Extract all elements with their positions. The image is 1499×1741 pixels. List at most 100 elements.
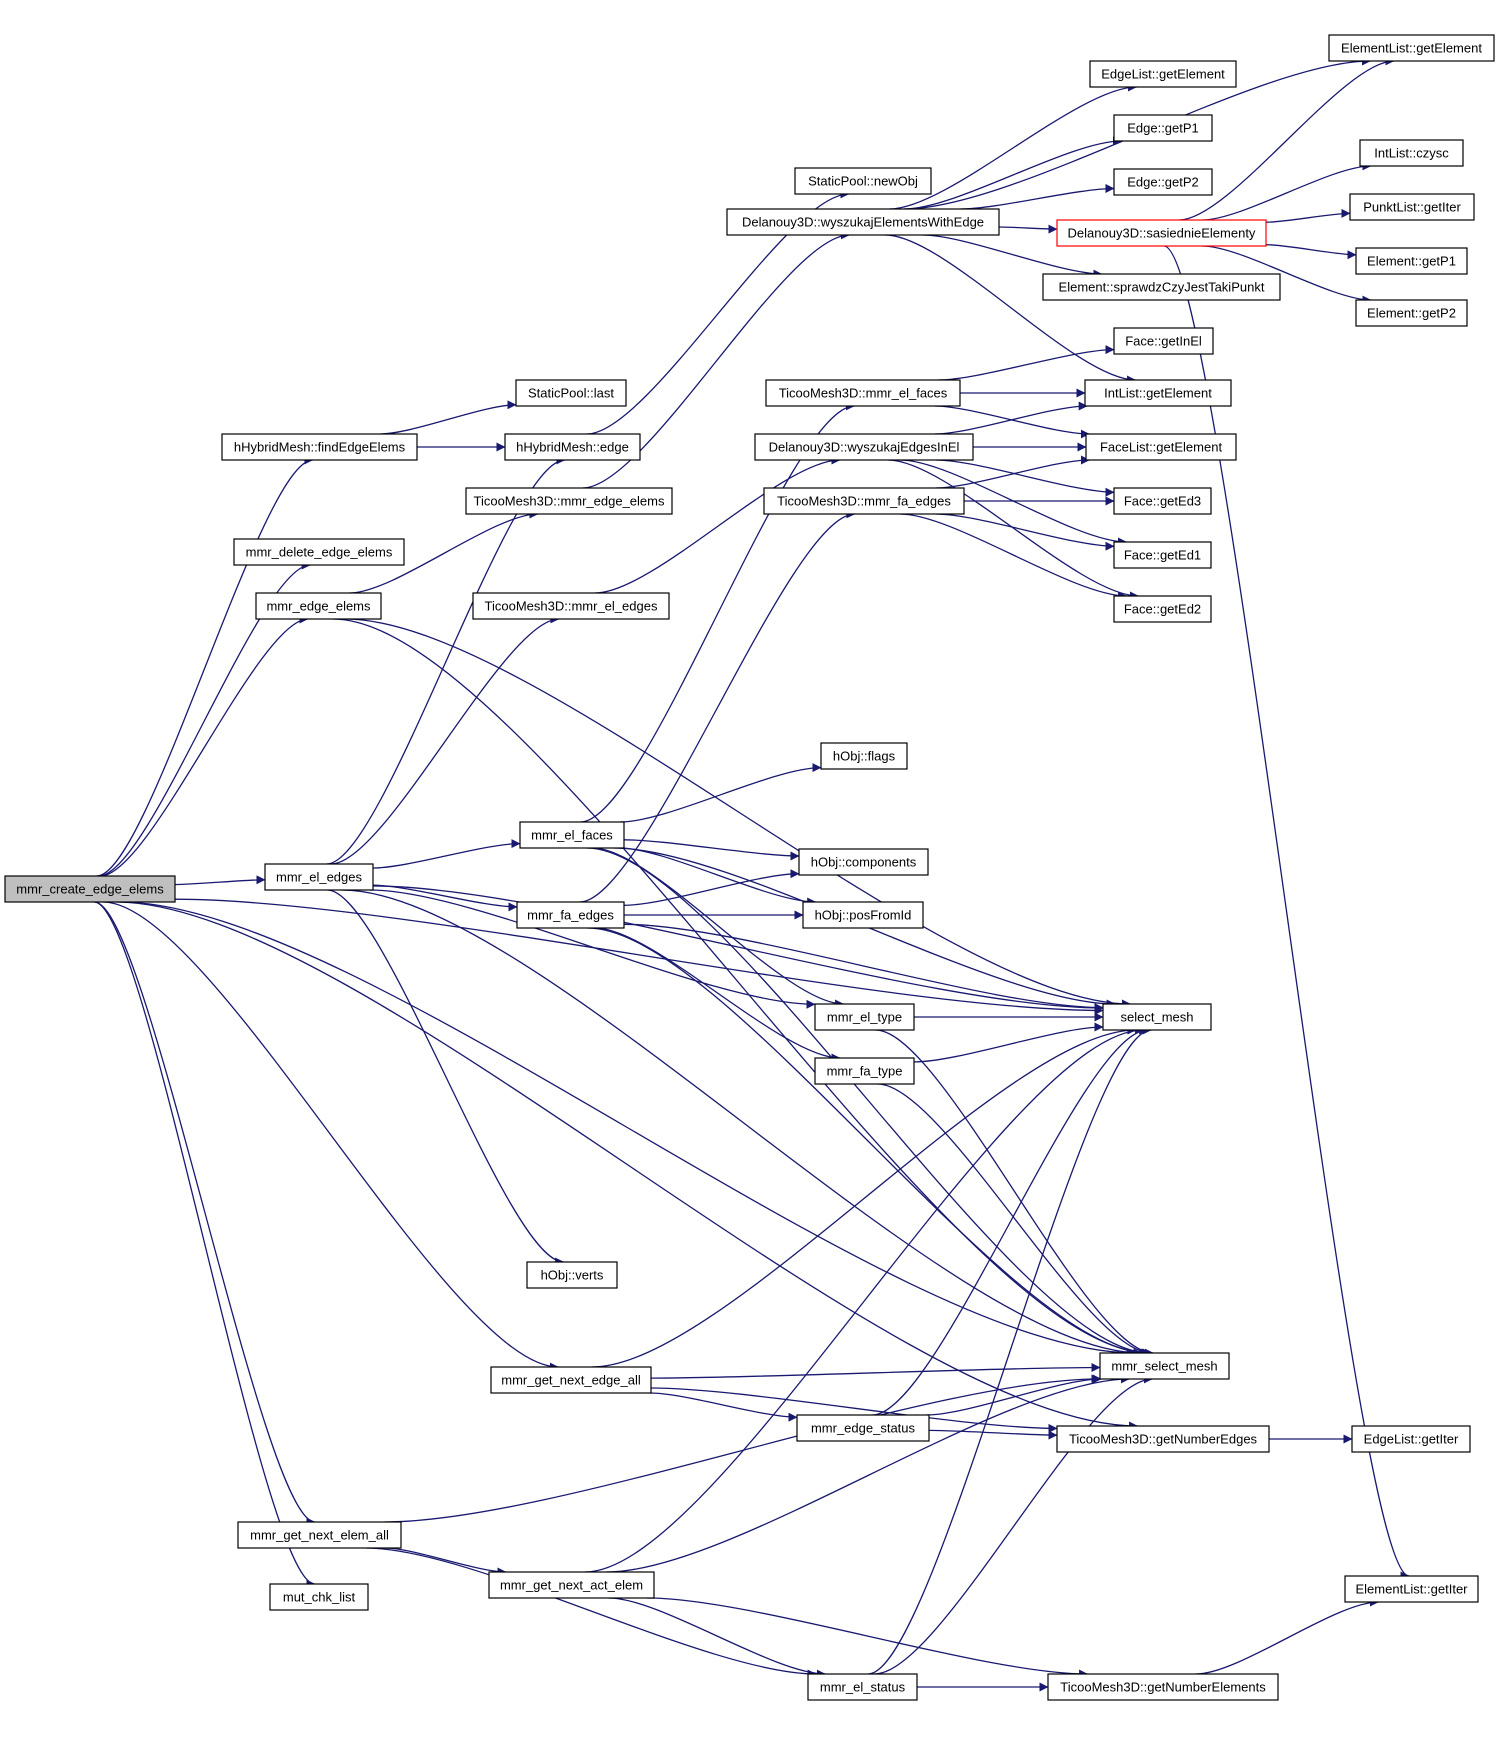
node-eP2[interactable]: Edge::getP2 <box>1113 168 1213 196</box>
node-elStatus[interactable]: mmr_el_status <box>807 1673 918 1701</box>
node-root[interactable]: mmr_create_edge_elems <box>4 875 176 903</box>
node-box[interactable] <box>1042 273 1281 301</box>
node-fInEl[interactable]: Face::getInEl <box>1113 327 1214 355</box>
node-fEd2[interactable]: Face::getEd2 <box>1113 595 1212 623</box>
node-box[interactable] <box>1113 541 1212 569</box>
node-box[interactable] <box>269 1583 369 1611</box>
node-tmNumEdges[interactable]: TicooMesh3D::getNumberEdges <box>1056 1425 1270 1453</box>
node-box[interactable] <box>1344 1575 1479 1603</box>
node-box[interactable] <box>519 821 625 849</box>
node-box[interactable] <box>504 433 641 461</box>
node-box[interactable] <box>1056 219 1267 247</box>
node-elListIter[interactable]: ElementList::getIter <box>1344 1575 1479 1603</box>
node-nextElemAll[interactable]: mmr_get_next_elem_all <box>237 1521 402 1549</box>
node-elListGet[interactable]: ElementList::getElement <box>1328 34 1495 62</box>
node-elGetEl[interactable]: EdgeList::getElement <box>1089 60 1237 88</box>
node-hPosFromId[interactable]: hObj::posFromId <box>802 901 924 929</box>
node-box[interactable] <box>1355 247 1468 275</box>
node-box[interactable] <box>221 433 418 461</box>
node-flGet[interactable]: FaceList::getElement <box>1085 433 1237 461</box>
node-box[interactable] <box>726 208 1000 236</box>
node-box[interactable] <box>1085 433 1237 461</box>
node-box[interactable] <box>807 1673 918 1701</box>
node-box[interactable] <box>255 592 382 620</box>
node-box[interactable] <box>814 1057 915 1085</box>
node-ilCzysc[interactable]: IntList::czysc <box>1359 139 1464 167</box>
node-hVerts[interactable]: hObj::verts <box>526 1261 618 1289</box>
node-box[interactable] <box>1084 379 1232 407</box>
node-box[interactable] <box>465 487 673 515</box>
node-elEdges[interactable]: mmr_el_edges <box>264 863 374 891</box>
node-nextActElem[interactable]: mmr_get_next_act_elem <box>488 1571 655 1599</box>
node-edgeElems[interactable]: mmr_edge_elems <box>255 592 382 620</box>
node-box[interactable] <box>1349 193 1475 221</box>
node-box[interactable] <box>1351 1425 1471 1453</box>
node-box[interactable] <box>763 487 965 515</box>
node-dEdgesInEl[interactable]: Delanouy3D::wyszukajEdgesInEl <box>754 433 974 461</box>
node-fEd1[interactable]: Face::getEd1 <box>1113 541 1212 569</box>
node-box[interactable] <box>1099 1352 1230 1380</box>
node-spLast[interactable]: StaticPool::last <box>515 379 627 407</box>
node-delEdgeElems[interactable]: mmr_delete_edge_elems <box>233 538 405 566</box>
node-box[interactable] <box>1113 168 1213 196</box>
node-box[interactable] <box>814 1003 915 1031</box>
node-tmEdgeElems[interactable]: TicooMesh3D::mmr_edge_elems <box>465 487 673 515</box>
node-selMesh[interactable]: select_mesh <box>1102 1003 1212 1031</box>
node-box[interactable] <box>515 379 627 407</box>
node-box[interactable] <box>794 167 932 195</box>
node-dWithEdge[interactable]: Delanouy3D::wyszukajElementsWithEdge <box>726 208 1000 236</box>
node-dSas[interactable]: Delanouy3D::sasiednieElementy <box>1056 219 1267 247</box>
node-edgeStatus[interactable]: mmr_edge_status <box>796 1414 930 1442</box>
node-elType[interactable]: mmr_el_type <box>814 1003 915 1031</box>
node-mmrSel[interactable]: mmr_select_mesh <box>1099 1352 1230 1380</box>
node-tmNumElems[interactable]: TicooMesh3D::getNumberElements <box>1047 1673 1279 1701</box>
node-box[interactable] <box>516 901 625 929</box>
node-ilGet[interactable]: IntList::getElement <box>1084 379 1232 407</box>
node-box[interactable] <box>1113 595 1212 623</box>
node-box[interactable] <box>802 901 924 929</box>
node-box[interactable] <box>820 742 908 770</box>
node-spNewObj[interactable]: StaticPool::newObj <box>794 167 932 195</box>
node-box[interactable] <box>264 863 374 891</box>
node-box[interactable] <box>233 538 405 566</box>
node-box[interactable] <box>798 848 929 876</box>
node-box[interactable] <box>1102 1003 1212 1031</box>
node-box[interactable] <box>1047 1673 1279 1701</box>
node-mutChk[interactable]: mut_chk_list <box>269 1583 369 1611</box>
node-box[interactable] <box>765 379 961 407</box>
node-box[interactable] <box>796 1414 930 1442</box>
node-elemP1[interactable]: Element::getP1 <box>1355 247 1468 275</box>
node-faEdges[interactable]: mmr_fa_edges <box>516 901 625 929</box>
node-faType[interactable]: mmr_fa_type <box>814 1057 915 1085</box>
node-eP1[interactable]: Edge::getP1 <box>1113 114 1213 142</box>
node-box[interactable] <box>1355 299 1468 327</box>
node-tmFaEdges[interactable]: TicooMesh3D::mmr_fa_edges <box>763 487 965 515</box>
node-fEd3[interactable]: Face::getEd3 <box>1113 487 1212 515</box>
node-box[interactable] <box>472 592 670 620</box>
node-box[interactable] <box>1056 1425 1270 1453</box>
node-box[interactable] <box>1113 114 1213 142</box>
node-elFaces[interactable]: mmr_el_faces <box>519 821 625 849</box>
node-box[interactable] <box>1113 487 1212 515</box>
node-box[interactable] <box>490 1366 652 1394</box>
node-box[interactable] <box>1089 60 1237 88</box>
node-tmElFaces[interactable]: TicooMesh3D::mmr_el_faces <box>765 379 961 407</box>
node-nextEdgeAll[interactable]: mmr_get_next_edge_all <box>490 1366 652 1394</box>
node-elemP2[interactable]: Element::getP2 <box>1355 299 1468 327</box>
node-box[interactable] <box>1328 34 1495 62</box>
node-plIter[interactable]: PunktList::getIter <box>1349 193 1475 221</box>
node-box[interactable] <box>488 1571 655 1599</box>
node-box[interactable] <box>4 875 176 903</box>
node-hFlags[interactable]: hObj::flags <box>820 742 908 770</box>
node-box[interactable] <box>754 433 974 461</box>
node-box[interactable] <box>237 1521 402 1549</box>
node-box[interactable] <box>526 1261 618 1289</box>
node-edgeListIter[interactable]: EdgeList::getIter <box>1351 1425 1471 1453</box>
node-findEdgeElems[interactable]: hHybridMesh::findEdgeElems <box>221 433 418 461</box>
node-tmElEdges[interactable]: TicooMesh3D::mmr_el_edges <box>472 592 670 620</box>
node-box[interactable] <box>1113 327 1214 355</box>
node-box[interactable] <box>1359 139 1464 167</box>
node-hComponents[interactable]: hObj::components <box>798 848 929 876</box>
node-elSpr[interactable]: Element::sprawdzCzyJestTakiPunkt <box>1042 273 1281 301</box>
node-hhEdge[interactable]: hHybridMesh::edge <box>504 433 641 461</box>
